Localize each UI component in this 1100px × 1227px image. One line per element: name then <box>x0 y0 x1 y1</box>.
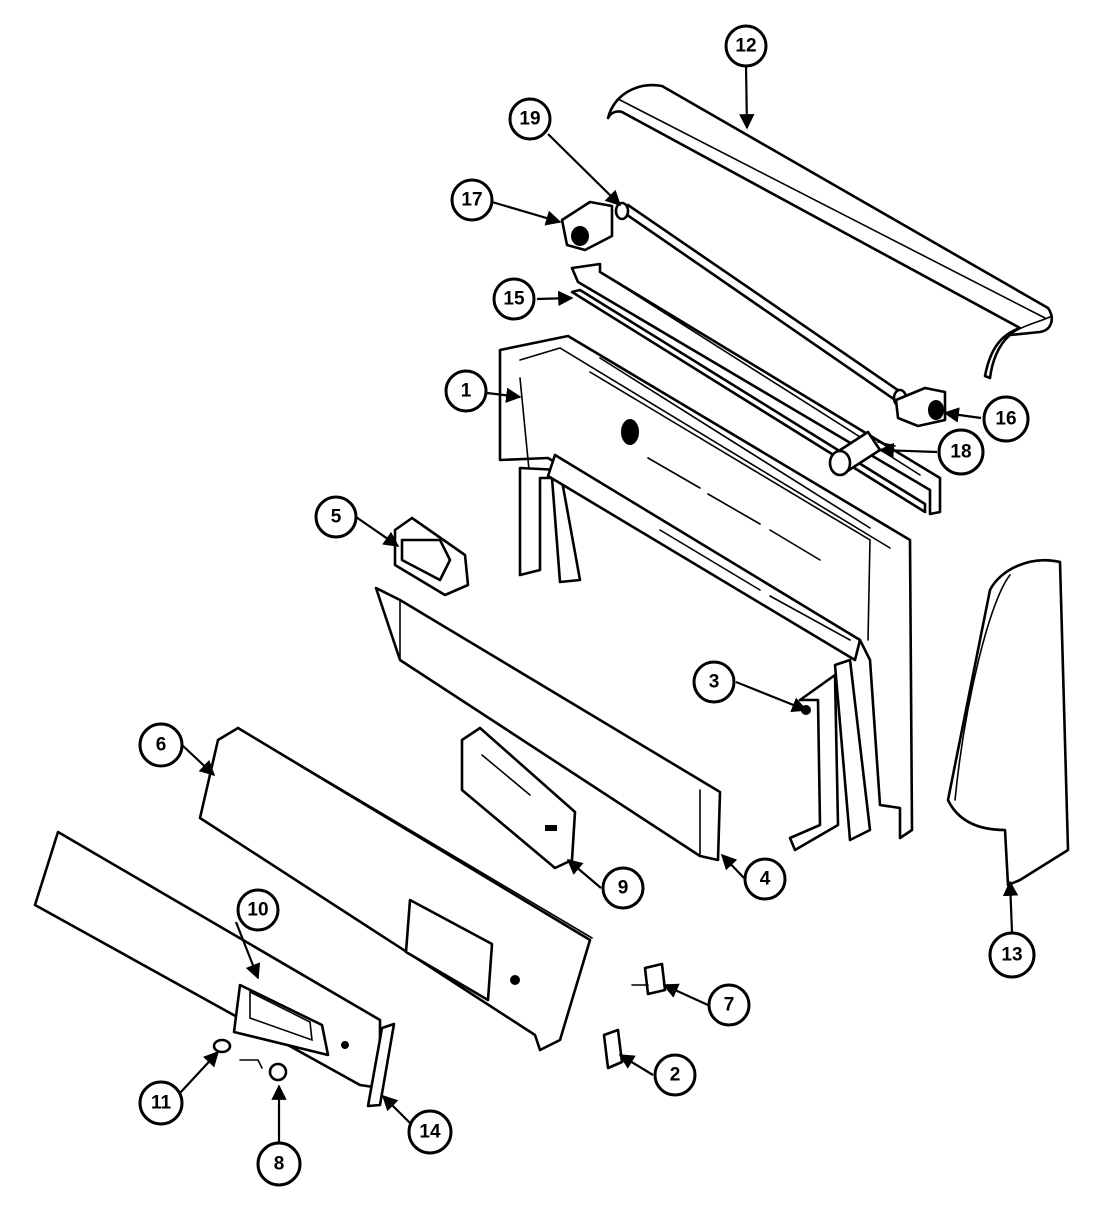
callout-7-label: 7 <box>724 995 735 1016</box>
callout-12: 12 <box>724 24 768 68</box>
callout-15-label: 15 <box>503 289 525 310</box>
part-5-relay <box>393 516 470 597</box>
callout-12-label: 12 <box>735 36 756 57</box>
part-14-strip <box>366 1022 396 1108</box>
part-6-console-panel <box>198 726 593 1052</box>
part-1-back-panel <box>498 334 914 842</box>
callout-18-label: 18 <box>950 442 971 463</box>
callout-1: 1 <box>444 369 488 413</box>
callout-4: 4 <box>743 857 787 901</box>
part-8-small-knob <box>239 1059 288 1082</box>
callout-3-label: 3 <box>709 672 720 693</box>
callout-4-label: 4 <box>760 869 771 890</box>
part-17-end-bracket <box>560 200 614 252</box>
part-7-switch <box>631 962 667 996</box>
callout-14-label: 14 <box>419 1122 441 1143</box>
callout-17: 17 <box>450 178 494 222</box>
part-3-side-bracket <box>788 673 840 852</box>
callout-14: 14 <box>407 1109 453 1155</box>
part-2-clip <box>602 1028 624 1070</box>
callout-10-label: 10 <box>247 900 268 921</box>
callout-18: 18 <box>937 428 985 476</box>
callout-5: 5 <box>314 495 358 539</box>
leader-lines <box>179 65 1019 1143</box>
callout-2: 2 <box>653 1053 697 1097</box>
callout-16: 16 <box>982 395 1030 443</box>
part-13-end-cap <box>946 559 1070 887</box>
callout-5-label: 5 <box>331 507 342 528</box>
part-10-front-panel <box>33 830 382 1090</box>
callout-13: 13 <box>988 931 1036 979</box>
callout-3: 3 <box>692 660 736 704</box>
callout-9-label: 9 <box>618 878 629 899</box>
callout-19-label: 19 <box>519 109 540 130</box>
callout-7: 7 <box>707 983 751 1027</box>
callout-11-label: 11 <box>151 1093 172 1114</box>
callout-1-label: 1 <box>461 381 472 402</box>
callout-6: 6 <box>138 722 184 768</box>
callout-15: 15 <box>492 277 536 321</box>
callout-16-label: 16 <box>995 409 1016 430</box>
callout-9: 9 <box>601 866 645 910</box>
part-11-knob <box>212 1038 232 1054</box>
callout-17-label: 17 <box>461 190 482 211</box>
callout-10: 10 <box>236 888 280 932</box>
part-4-lower-panel <box>374 586 722 862</box>
callout-8-label: 8 <box>274 1154 285 1175</box>
part-12-top-cover <box>606 83 1054 380</box>
callout-11: 11 <box>138 1080 184 1126</box>
callout-8: 8 <box>256 1141 302 1187</box>
callout-13-label: 13 <box>1001 945 1022 966</box>
callout-19: 19 <box>508 97 552 141</box>
callout-6-label: 6 <box>156 735 167 756</box>
callout-2-label: 2 <box>670 1065 681 1086</box>
